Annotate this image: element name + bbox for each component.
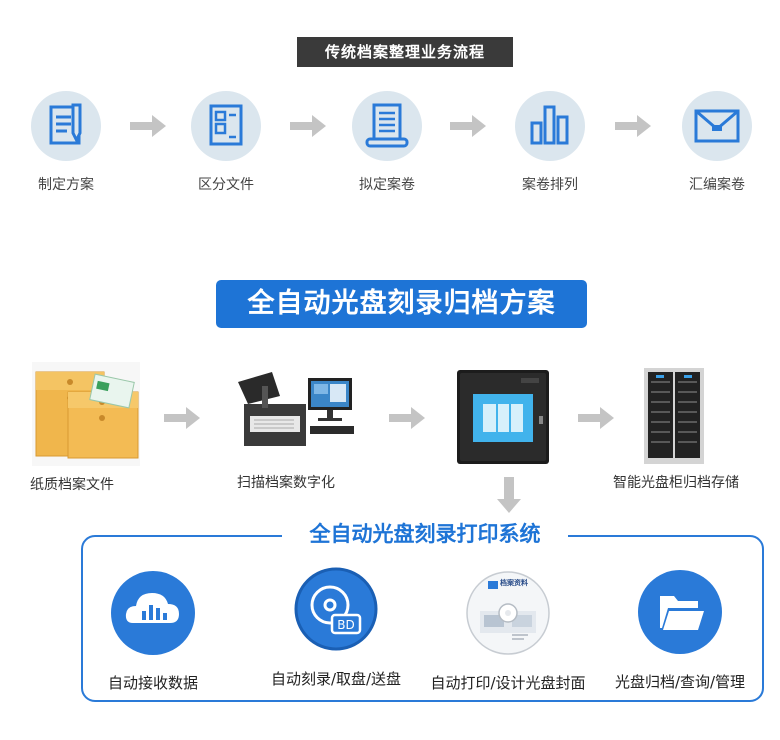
process-step-compile: 汇编案卷 <box>657 91 777 194</box>
process-step-draft: 拟定案卷 <box>327 91 447 194</box>
disc-burner-robot-image <box>457 370 549 464</box>
arrow-right-icon <box>389 407 425 429</box>
arrow-right-icon <box>450 115 486 137</box>
disc-cabinet-image <box>644 368 704 464</box>
feature-receive-data: 自动接收数据 <box>90 571 216 693</box>
feature-label: 自动刻录/取盘/送盘 <box>270 670 402 688</box>
paper-folder-image <box>32 362 140 466</box>
arrow-right-icon <box>290 115 326 137</box>
scanner-image <box>238 372 354 446</box>
bd-disc-icon: BD <box>294 567 378 651</box>
feature-label: 光盘归档/查询/管理 <box>614 673 746 691</box>
process-step-split: 区分文件 <box>166 91 286 194</box>
feature-print-disc: 档案资料 自动打印/设计光盘封面 <box>424 571 592 693</box>
process-title: 传统档案整理业务流程 <box>297 37 513 67</box>
feature-burn-disc: BD 自动刻录/取盘/送盘 <box>256 567 416 689</box>
solution-title: 全自动光盘刻录归档方案 <box>216 280 587 328</box>
step-label: 汇编案卷 <box>689 177 745 193</box>
scroll-icon <box>352 91 422 161</box>
svg-text:BD: BD <box>337 618 354 632</box>
step-label: 制定方案 <box>38 177 94 193</box>
item-label: 智能光盘柜归档存储 <box>613 475 739 491</box>
process-step-arrange: 案卷排列 <box>490 91 610 194</box>
feature-label: 自动打印/设计光盘封面 <box>430 674 586 692</box>
bar-chart-icon <box>515 91 585 161</box>
split-document-icon <box>191 91 261 161</box>
arrow-right-icon <box>164 407 200 429</box>
item-label: 纸质档案文件 <box>30 477 114 493</box>
step-label: 案卷排列 <box>522 177 578 193</box>
arrow-right-icon <box>130 115 166 137</box>
disc-print-text: 档案资料 <box>500 579 528 587</box>
process-step-plan: 制定方案 <box>6 91 126 194</box>
printed-disc-icon <box>466 571 550 655</box>
system-title: 全自动光盘刻录打印系统 <box>282 517 568 551</box>
folder-icon <box>638 570 722 654</box>
arrow-right-icon <box>615 115 651 137</box>
arrow-right-icon <box>578 407 614 429</box>
feature-archive-manage: 光盘归档/查询/管理 <box>600 570 760 692</box>
feature-label: 自动接收数据 <box>107 674 198 692</box>
cloud-data-icon <box>111 571 195 655</box>
envelope-icon <box>682 91 752 161</box>
arrow-down-icon <box>497 477 521 513</box>
pen-document-icon <box>31 91 101 161</box>
step-label: 区分文件 <box>198 177 254 193</box>
item-label: 扫描档案数字化 <box>237 475 335 491</box>
step-label: 拟定案卷 <box>359 177 415 193</box>
